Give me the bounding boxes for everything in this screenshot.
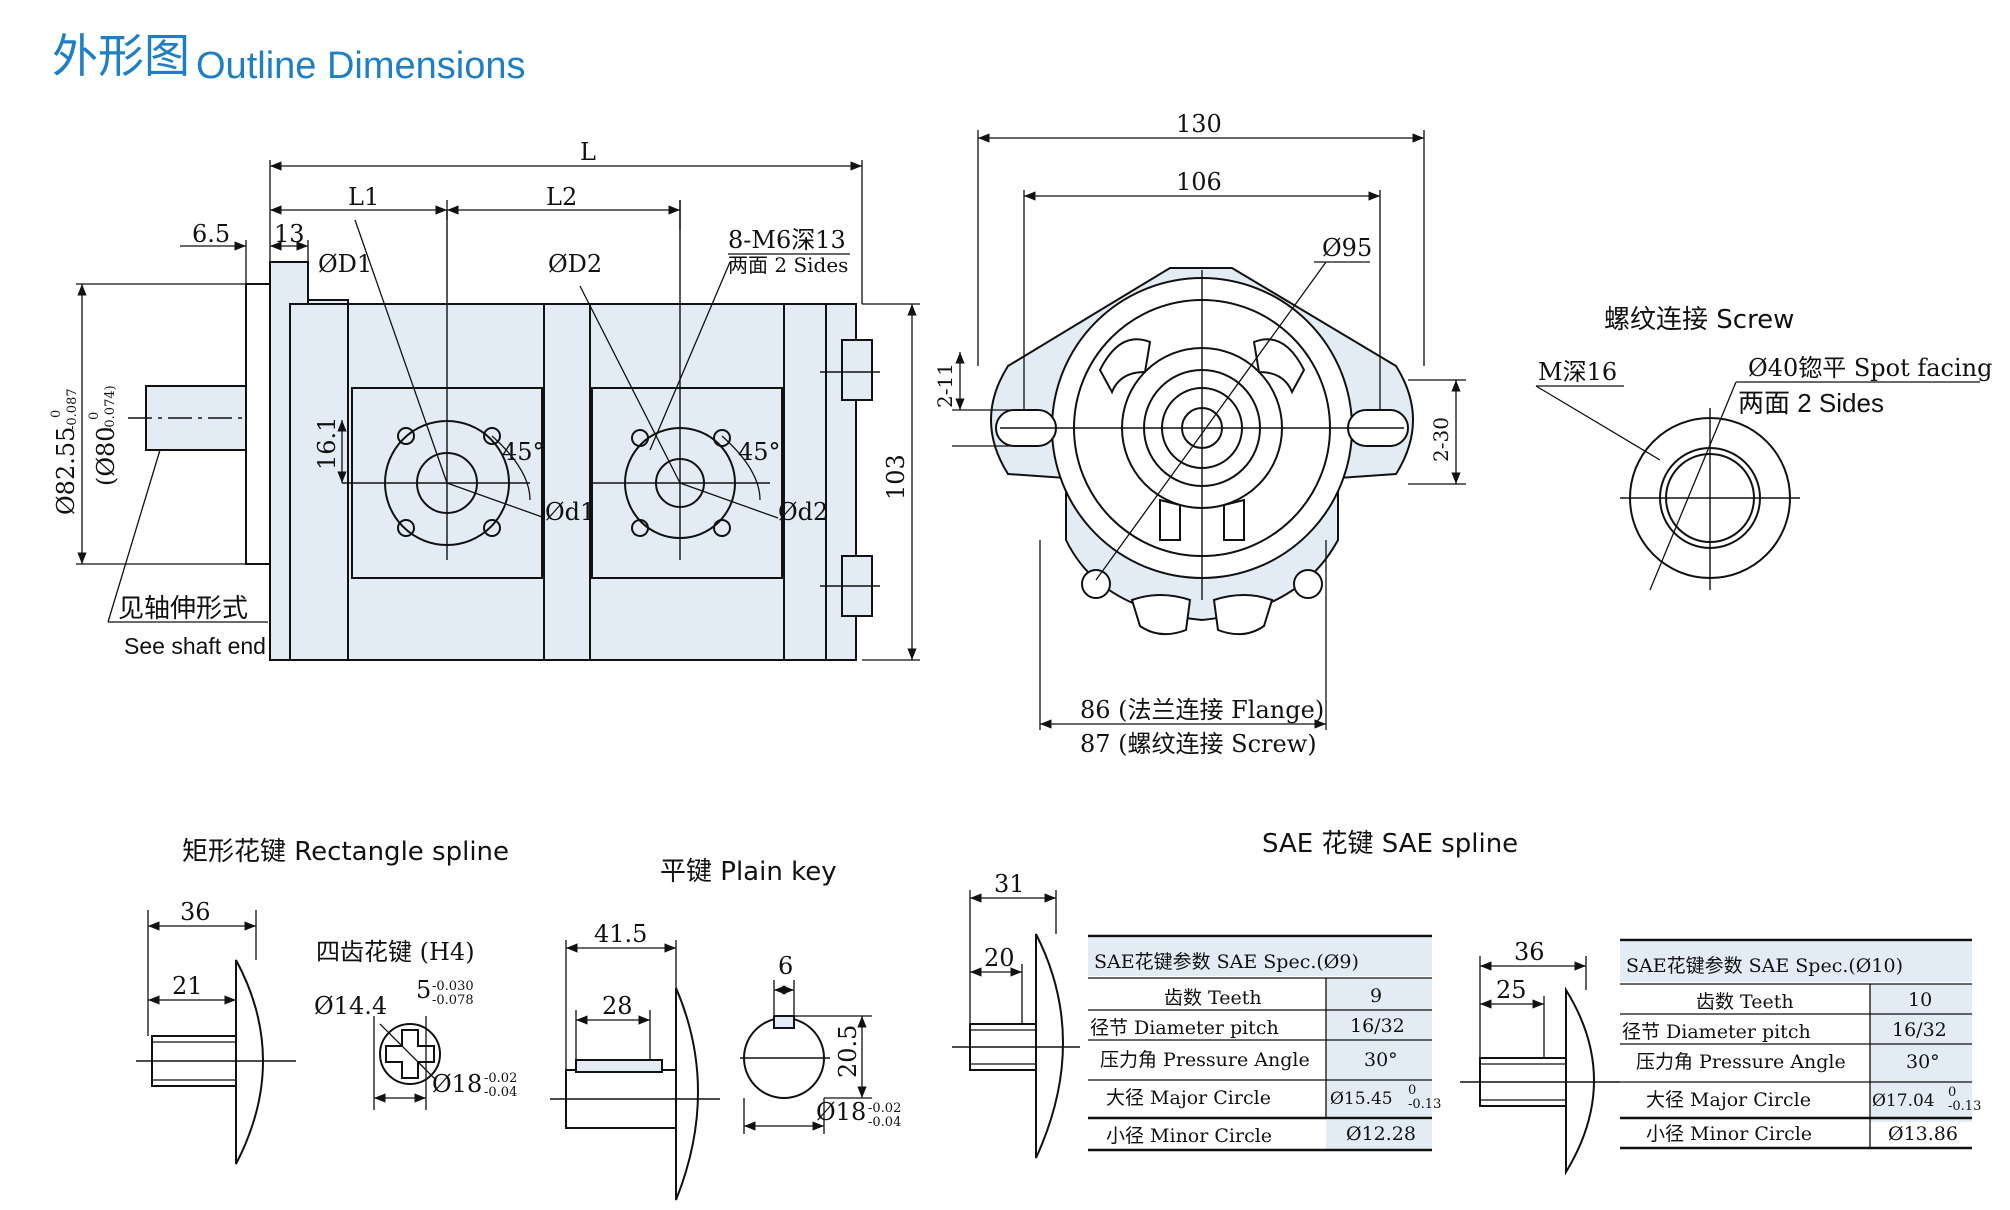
- sae-dim-36: 36: [1514, 938, 1545, 966]
- title-cn: 外形图: [52, 29, 190, 83]
- dim-103: 103: [882, 454, 910, 500]
- dim-dia-main-tol-up: 0: [49, 410, 64, 418]
- sae-title: SAE 花键 SAE spline: [1262, 829, 1518, 859]
- dim-dia-alt-tol-dn: -0.074): [103, 385, 118, 432]
- sae-t1-r1-value: 16/32: [1350, 1015, 1405, 1037]
- dim-L1: L1: [348, 183, 379, 211]
- sae-t2-r4-value: Ø13.86: [1888, 1123, 1958, 1145]
- dim-dia-main: Ø82.55: [52, 427, 80, 515]
- rect-h4: 四齿花键 (H4): [316, 938, 475, 966]
- sae-spline-view: SAE 花键 SAE spline 31 20 SAE花键参数 SAE Spec…: [952, 829, 1981, 1176]
- sae-table-9: SAE花键参数 SAE Spec.(Ø9) 齿数 Teeth 9 径节 Diam…: [1088, 934, 1441, 1152]
- sae-table-10-header: SAE花键参数 SAE Spec.(Ø10): [1626, 955, 1903, 977]
- screw-title: 螺纹连接 Screw: [1604, 305, 1794, 335]
- front-view: 130 106 Ø95 2-11 2-30 86 (法兰连接 Flange) 8…: [933, 110, 1466, 758]
- dim-dia-alt: (Ø80: [92, 426, 120, 486]
- key-dim-6: 6: [778, 952, 793, 980]
- dim-L: L: [580, 138, 596, 166]
- sae-t2-r0-value: 10: [1908, 989, 1932, 1011]
- rect-spline-view: 矩形花键 Rectangle spline 36 21 四齿花键 (H4) Ø1…: [136, 837, 517, 1165]
- dim-2-30: 2-30: [1429, 417, 1453, 462]
- dim-D1: ØD1: [318, 250, 372, 278]
- screw-spot: Ø40锪平 Spot facing: [1748, 354, 1993, 382]
- sae-t1-r3-tol-up: 0: [1408, 1083, 1416, 1098]
- dim-16-1: 16.1: [313, 417, 341, 470]
- shaft-label-en: See shaft end: [124, 633, 266, 659]
- dim-130: 130: [1176, 110, 1222, 138]
- rect-dim-5: 5: [416, 976, 431, 1004]
- sae-t1-r3-tol-dn: -0.13: [1408, 1097, 1441, 1112]
- dim-dia-main-tol-dn: -0.087: [65, 388, 80, 430]
- sae-t2-r4-label: 小径 Minor Circle: [1646, 1123, 1812, 1145]
- sae-t2-r3-tol-dn: -0.13: [1948, 1099, 1981, 1114]
- dim-D2: ØD2: [548, 250, 602, 278]
- sae-t2-r0-label: 齿数 Teeth: [1696, 991, 1794, 1013]
- key-dim-28: 28: [602, 992, 633, 1020]
- key-dim-41-5: 41.5: [594, 920, 647, 948]
- dim-d2: Ød2: [778, 498, 828, 526]
- key-dim-18-dn: -0.04: [868, 1115, 901, 1130]
- screw-port-view: 螺纹连接 Screw M深16 Ø40锪平 Spot facing 两面 2 S…: [1535, 305, 1993, 591]
- sae-t2-r3-tol-up: 0: [1948, 1085, 1956, 1100]
- dim-2-11: 2-11: [933, 363, 957, 408]
- dim-45-2: 45°: [738, 438, 781, 466]
- dim-thread: 8-M6深13: [728, 226, 846, 254]
- sae-dim-25: 25: [1496, 976, 1527, 1004]
- plain-key-title: 平键 Plain key: [660, 857, 837, 887]
- sae-t1-r0-label: 齿数 Teeth: [1164, 987, 1262, 1009]
- title-en: Outline Dimensions: [196, 45, 525, 87]
- rect-dim-36: 36: [180, 898, 211, 926]
- dim-thread-sides: 两面 2 Sides: [728, 253, 848, 277]
- dim-d1: Ød1: [545, 498, 595, 526]
- sae-t2-r2-value: 30°: [1906, 1051, 1940, 1073]
- screw-sides: 两面 2 Sides: [1738, 388, 1884, 418]
- screw-m: M深16: [1538, 358, 1617, 386]
- sae-t2-r3-label: 大径 Major Circle: [1646, 1089, 1811, 1111]
- dim-dia-alt-tol-up: 0: [87, 412, 102, 420]
- dim-6-5: 6.5: [192, 220, 230, 248]
- key-dim-20-5: 20.5: [834, 1025, 862, 1078]
- plain-key-view: 平键 Plain key 41.5 28 6 20.5 Ø18 -0.02 -0…: [550, 857, 901, 1201]
- sae-t1-r4-value: Ø12.28: [1346, 1123, 1416, 1145]
- sae-t1-r2-label: 压力角 Pressure Angle: [1100, 1049, 1310, 1071]
- rect-dim-21: 21: [172, 972, 203, 1000]
- dim-45-1: 45°: [502, 438, 545, 466]
- side-view: L L1 L2 6.5 13 ØD1 ØD2 8-M6深13 两面 2 Side…: [49, 138, 920, 661]
- dim-87: 87 (螺纹连接 Screw): [1080, 730, 1317, 758]
- rect-dim-5-dn: -0.078: [432, 993, 474, 1008]
- dim-95: Ø95: [1322, 234, 1372, 262]
- sae-t1-r3-label: 大径 Major Circle: [1106, 1087, 1271, 1109]
- sae-t2-r2-label: 压力角 Pressure Angle: [1636, 1051, 1846, 1073]
- sae-t2-r3-value: Ø17.04: [1872, 1091, 1935, 1111]
- sae-t1-r2-value: 30°: [1364, 1049, 1398, 1071]
- rect-spline-title: 矩形花键 Rectangle spline: [182, 837, 509, 867]
- sae-t1-r1-label: 径节 Diameter pitch: [1090, 1017, 1279, 1039]
- rect-dim-18-up: -0.02: [484, 1071, 517, 1086]
- sae-t2-r1-value: 16/32: [1892, 1019, 1947, 1041]
- key-dim-18: Ø18: [816, 1098, 866, 1126]
- key-dim-18-up: -0.02: [868, 1101, 901, 1116]
- sae-t1-r0-value: 9: [1370, 985, 1382, 1007]
- rect-dim-14-4: Ø14.4: [314, 992, 387, 1020]
- sae-dim-31: 31: [994, 870, 1025, 898]
- rect-dim-18: Ø18: [432, 1070, 482, 1098]
- rect-dim-5-up: -0.030: [432, 979, 474, 994]
- sae-t1-r4-label: 小径 Minor Circle: [1106, 1125, 1272, 1147]
- dim-86: 86 (法兰连接 Flange): [1080, 696, 1324, 724]
- shaft-label-cn: 见轴伸形式: [118, 594, 248, 624]
- dim-13: 13: [274, 220, 305, 248]
- dim-106: 106: [1176, 168, 1222, 196]
- sae-table-9-header: SAE花键参数 SAE Spec.(Ø9): [1094, 951, 1359, 973]
- sae-table-10: SAE花键参数 SAE Spec.(Ø10) 齿数 Teeth 10 径节 Di…: [1620, 938, 1981, 1150]
- dim-L2: L2: [546, 183, 577, 211]
- rect-dim-18-dn: -0.04: [484, 1085, 517, 1100]
- sae-t2-r1-label: 径节 Diameter pitch: [1622, 1021, 1811, 1043]
- sae-dim-20: 20: [984, 944, 1015, 972]
- sae-t1-r3-value: Ø15.45: [1330, 1089, 1393, 1109]
